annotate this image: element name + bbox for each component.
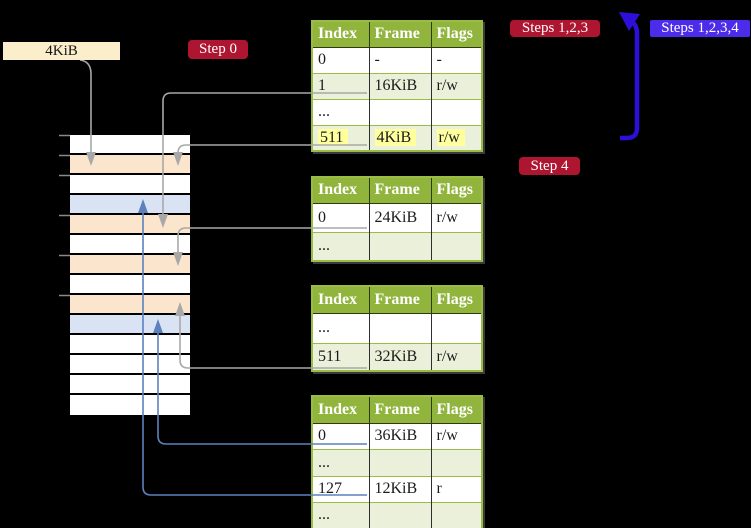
highlighted-value: 4KiB [374, 128, 417, 146]
memory-row-7 [70, 275, 190, 295]
memory-row-13 [70, 395, 190, 415]
memory-row-3 [70, 195, 190, 215]
cell: r/w [430, 124, 482, 151]
table-row: 0 - - [312, 46, 482, 73]
memory-tick-marks [59, 134, 70, 297]
cell: r/w [430, 342, 482, 371]
page-table-level1: Index Frame Flags 0 - - 1 16KiB r/w ... … [311, 20, 483, 152]
cell: 16KiB [368, 72, 431, 99]
table-header-row: Index Frame Flags [312, 21, 482, 48]
header-flags: Flags [430, 177, 482, 204]
cell: 0 [312, 422, 369, 449]
table-row: 511 32KiB r/w [312, 342, 482, 371]
memory-row-9 [70, 315, 190, 335]
cell [368, 231, 431, 261]
page-table-level3: Index Frame Flags ... 511 32KiB r/w [311, 285, 483, 372]
cell: r [430, 475, 482, 502]
table-row: ... [312, 501, 482, 528]
cell: ... [312, 501, 369, 528]
cell: ... [312, 231, 369, 261]
cell: - [368, 46, 431, 73]
memory-row-0 [70, 135, 190, 155]
table-row: ... [312, 98, 482, 125]
table-row-highlighted: 511 4KiB r/w [312, 124, 482, 151]
memory-row-1 [70, 155, 190, 175]
cell: 0 [312, 202, 369, 232]
step4-badge: Step 4 [519, 157, 580, 175]
step0-badge: Step 0 [188, 40, 248, 59]
page-table-level2: Index Frame Flags 0 24KiB r/w ... [311, 176, 483, 262]
table-row: ... [312, 312, 482, 343]
memory-row-10 [70, 335, 190, 355]
memory-row-6 [70, 255, 190, 275]
cell: r/w [430, 202, 482, 232]
highlighted-value: 511 [318, 128, 349, 146]
memory-row-8 [70, 295, 190, 315]
cell: 511 [312, 342, 369, 371]
cell: - [430, 46, 482, 73]
header-flags: Flags [430, 286, 482, 314]
header-index: Index [312, 396, 369, 424]
steps123-badge: Steps 1,2,3 [510, 20, 600, 37]
table-row: ... [312, 231, 482, 261]
cell [430, 448, 482, 476]
cell [430, 231, 482, 261]
cell: r/w [430, 72, 482, 99]
physical-memory-column [70, 135, 190, 415]
header-flags: Flags [430, 21, 482, 48]
cell: 36KiB [368, 422, 431, 449]
cell: 0 [312, 46, 369, 73]
table-header-row: Index Frame Flags [312, 177, 482, 204]
memory-row-12 [70, 375, 190, 395]
table-row: 0 36KiB r/w [312, 422, 482, 449]
cell: 24KiB [368, 202, 431, 232]
cell [368, 448, 431, 476]
cell [368, 312, 431, 343]
cell: ... [312, 98, 369, 125]
table-row: 1 16KiB r/w [312, 72, 482, 99]
cell: r/w [430, 422, 482, 449]
arrowhead-icon [619, 12, 640, 31]
page-size-label: 4KiB [3, 42, 120, 60]
header-frame: Frame [368, 177, 431, 204]
memory-row-2 [70, 175, 190, 195]
header-index: Index [312, 177, 369, 204]
cell [430, 312, 482, 343]
table-row: 127 12KiB r [312, 475, 482, 502]
memory-row-4 [70, 215, 190, 235]
header-frame: Frame [368, 21, 431, 48]
header-frame: Frame [368, 396, 431, 424]
header-flags: Flags [430, 396, 482, 424]
cell: 1 [312, 72, 369, 99]
steps-loop-arrow [619, 12, 640, 141]
cell: 4KiB [368, 124, 431, 151]
header-frame: Frame [368, 286, 431, 314]
memory-row-11 [70, 355, 190, 375]
cell: 511 [312, 124, 369, 151]
header-index: Index [312, 21, 369, 48]
cell: 32KiB [368, 342, 431, 371]
table-row: 0 24KiB r/w [312, 202, 482, 232]
cell [368, 501, 431, 528]
cell [430, 98, 482, 125]
table-row: ... [312, 448, 482, 476]
cell [368, 98, 431, 125]
header-index: Index [312, 286, 369, 314]
cell [430, 501, 482, 528]
memory-row-5 [70, 235, 190, 255]
page-table-level4: Index Frame Flags 0 36KiB r/w ... 127 12… [311, 395, 483, 528]
table-header-row: Index Frame Flags [312, 396, 482, 424]
cell: ... [312, 448, 369, 476]
table-header-row: Index Frame Flags [312, 286, 482, 314]
cell: 127 [312, 475, 369, 502]
steps1234-badge: Steps 1,2,3,4 [650, 20, 750, 37]
cell: ... [312, 312, 369, 343]
highlighted-value: r/w [436, 128, 465, 146]
cell: 12KiB [368, 475, 431, 502]
